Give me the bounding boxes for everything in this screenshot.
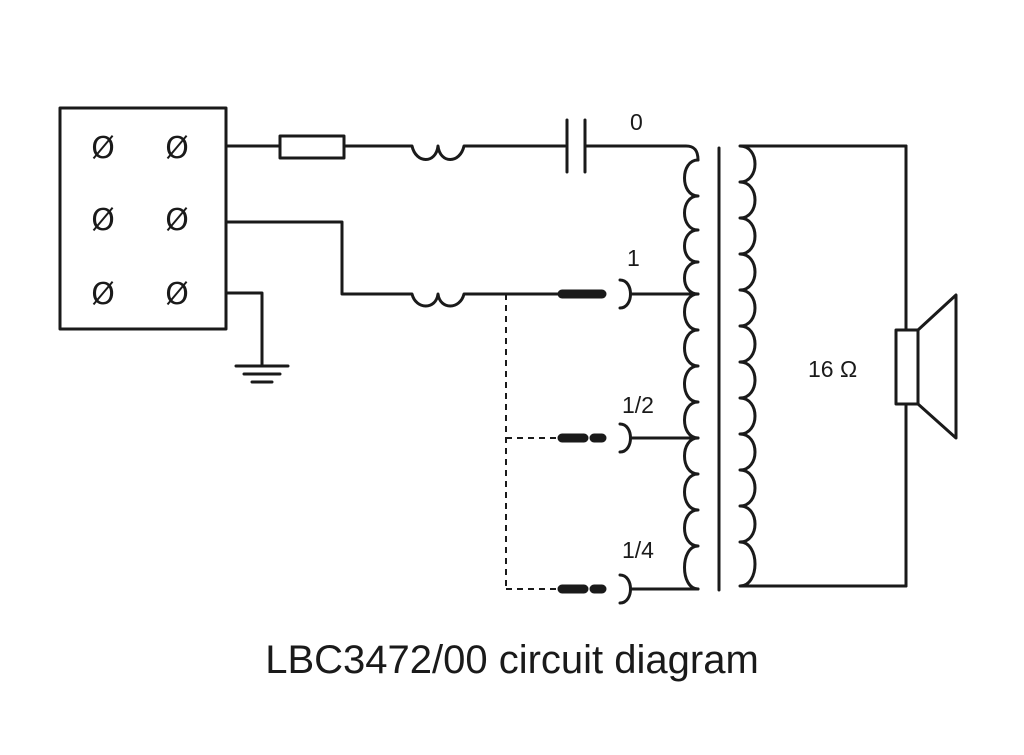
terminal-symbol: Ø: [91, 203, 115, 238]
tap-label-1: 1: [627, 245, 640, 271]
circuit-diagram: Ø Ø Ø Ø Ø Ø: [58, 106, 958, 605]
terminal-block: Ø Ø Ø Ø Ø Ø: [58, 106, 228, 331]
diagram-caption: LBC3472/00 circuit diagram: [265, 638, 759, 682]
tap-sockets: [618, 278, 700, 605]
secondary-winding: [738, 144, 908, 588]
wire: [583, 144, 700, 162]
ground: [224, 291, 290, 384]
socket-tap-1: [618, 278, 700, 310]
speaker-cone: [916, 293, 958, 440]
thermal-fuse-top: [342, 144, 567, 161]
tap-label-half: 1/2: [622, 392, 654, 418]
terminal-block-outline: [58, 106, 228, 331]
tap-label-0: 0: [630, 109, 643, 135]
capacitor: [565, 118, 587, 174]
socket-tap-quarter: [618, 573, 700, 605]
terminal-symbol: Ø: [165, 277, 189, 312]
tap-selector-dashed: [505, 294, 558, 590]
tap-plugs: [557, 289, 607, 594]
thermal-fuse-middle: [224, 220, 562, 308]
terminal-symbol: Ø: [165, 131, 189, 166]
ground-wire: [224, 291, 264, 368]
top-wire: [224, 118, 700, 174]
ground-symbol: [234, 364, 290, 384]
primary-winding: [683, 158, 700, 591]
speaker-impedance-label: 16 Ω: [808, 356, 857, 382]
terminal-symbol: Ø: [91, 131, 115, 166]
terminal-symbol: Ø: [91, 277, 115, 312]
resistor: [278, 134, 346, 160]
socket-tap-half: [618, 422, 700, 454]
speaker: [894, 144, 958, 588]
tap-label-quarter: 1/4: [622, 537, 654, 563]
speaker-magnet: [894, 328, 920, 406]
terminal-symbol: Ø: [165, 203, 189, 238]
middle-wire: [224, 220, 562, 308]
